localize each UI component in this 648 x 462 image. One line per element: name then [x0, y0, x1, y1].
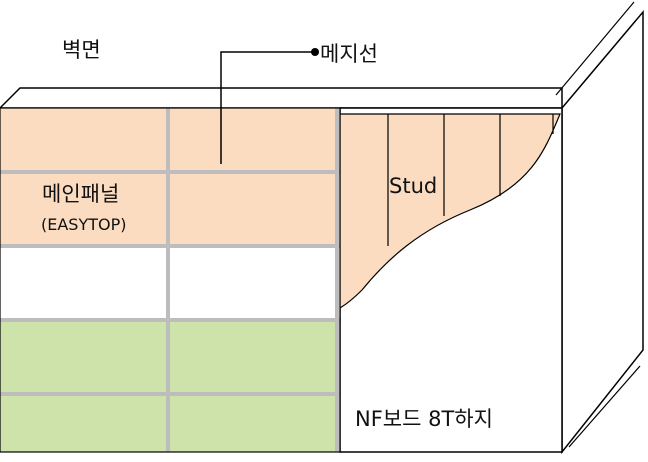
board-label: NF보드 8T하지: [355, 407, 493, 431]
joint-line-label: 메지선: [320, 42, 378, 66]
right-wall-inner-edge: [555, 1, 635, 96]
main-panel-sublabel: (EASYTOP): [41, 215, 127, 234]
stud-label: Stud: [389, 174, 438, 198]
leader-dot: [311, 48, 319, 56]
stud-area: [339, 113, 561, 310]
right-wall-face: [561, 9, 644, 455]
right-wall-inner-edge-lower: [568, 365, 641, 448]
wall-label: 벽면: [62, 38, 101, 62]
wall-top-ledge: [0, 87, 563, 109]
main-panel-label: 메인패널: [42, 182, 120, 206]
panel-outline: [0, 107, 341, 453]
leader-line: [220, 51, 314, 164]
